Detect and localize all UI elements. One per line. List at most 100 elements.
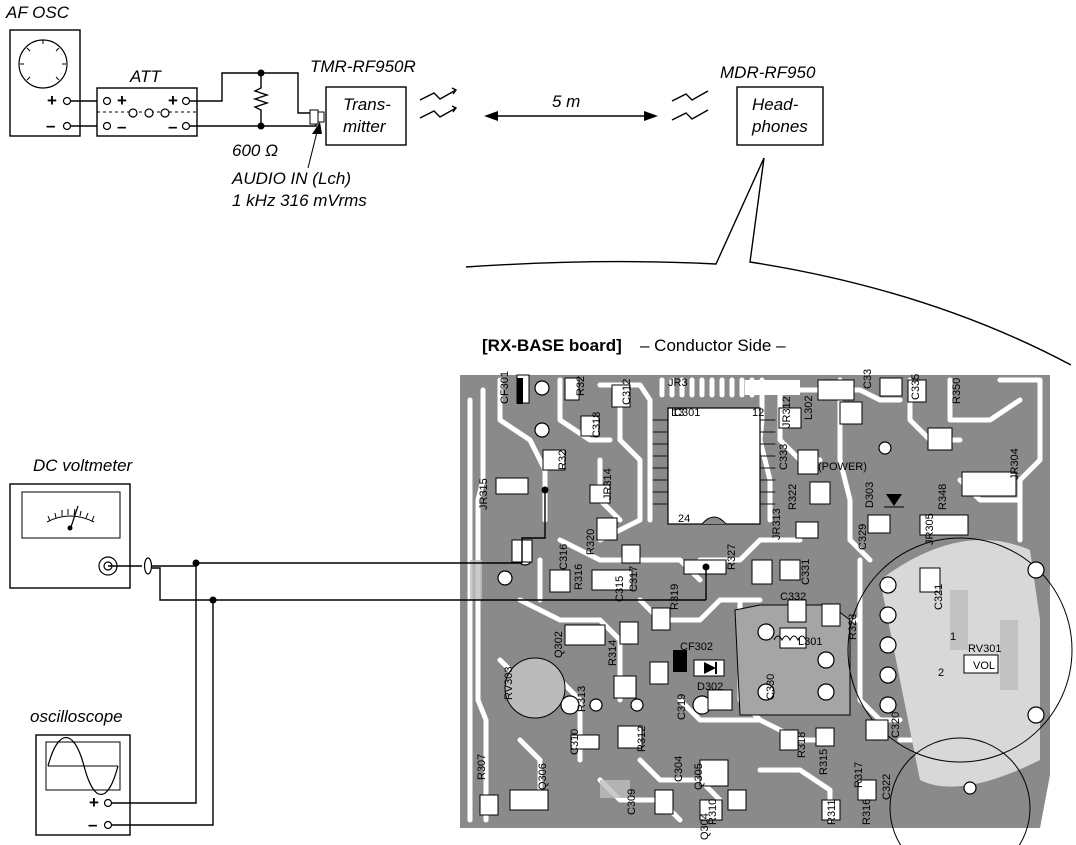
component-label: C331 — [800, 559, 812, 585]
receive-waves-icon — [671, 90, 709, 121]
component-label: C309 — [626, 789, 638, 815]
distance-label: 5 m — [552, 92, 580, 111]
headphones-label-1: Head- — [752, 95, 799, 114]
headphones: Head- phones — [736, 86, 824, 146]
component-label: R348 — [937, 484, 949, 510]
att-out-plus: + — [168, 91, 178, 110]
transmit-waves-icon — [419, 87, 458, 119]
osc-minus: – — [88, 815, 97, 834]
resistor-label: 600 Ω — [232, 141, 278, 160]
component-label: R313 — [576, 686, 588, 712]
component-label: D302 — [697, 681, 723, 693]
af-osc-instrument — [9, 29, 81, 137]
att-transmitter-wiring — [190, 69, 325, 130]
component-label: R310 — [707, 799, 719, 825]
measurement-wiring — [108, 486, 710, 826]
component-label: C318 — [591, 412, 603, 438]
component-label: Q302 — [553, 631, 565, 658]
component-label: R350 — [951, 378, 963, 404]
att-in-minus: – — [117, 117, 126, 136]
att-out-minus: – — [168, 117, 177, 136]
component-label: C329 — [857, 524, 869, 550]
component-label: 1 — [950, 631, 956, 643]
rx-base-board: CF301R32C312JR3C318IC301JR312L302C33C335… — [460, 369, 1073, 845]
component-label: C317 — [628, 566, 640, 592]
component-label: R314 — [607, 640, 619, 666]
component-label: CF302 — [680, 641, 713, 653]
component-label: CF301 — [499, 371, 511, 404]
component-label: Q305 — [693, 763, 705, 790]
headphones-model: MDR-RF950 — [720, 63, 816, 82]
component-label: C312 — [621, 379, 633, 405]
component-label: R316 — [861, 799, 873, 825]
component-label: JR305 — [924, 513, 936, 545]
component-label: C304 — [673, 756, 685, 782]
component-label: 2 — [938, 667, 944, 679]
component-label: C310 — [569, 729, 581, 755]
audio-in-arrow — [312, 122, 322, 134]
dc-voltmeter-label: DC voltmeter — [33, 456, 134, 475]
component-label: JR3 — [668, 377, 688, 389]
component-label: JR315 — [478, 478, 490, 510]
component-label: C335 — [910, 374, 922, 400]
component-label: C322 — [881, 774, 893, 800]
att-in-plus: + — [117, 91, 127, 110]
component-label: C319 — [676, 694, 688, 720]
component-label: JR312 — [781, 396, 793, 428]
audio-in-label: AUDIO IN (Lch) — [231, 169, 351, 188]
component-label: R319 — [669, 584, 681, 610]
component-label: RV301 — [968, 643, 1001, 655]
component-label: R311 — [826, 800, 838, 825]
component-label: L301 — [798, 636, 822, 648]
board-title: [RX-BASE board] — [482, 336, 622, 355]
component-label: C332 — [780, 591, 806, 603]
att-label: ATT — [129, 67, 162, 86]
component-label: L302 — [803, 396, 815, 420]
transmitter-label-2: mitter — [343, 117, 387, 136]
component-label: C315 — [614, 576, 626, 602]
headphones-label-2: phones — [751, 117, 808, 136]
component-label: R320 — [585, 529, 597, 555]
component-label: R307 — [476, 754, 488, 780]
distance-arrow — [484, 111, 658, 121]
component-label: JR313 — [771, 508, 783, 540]
component-label: C330 — [765, 674, 777, 700]
component-label: Q306 — [537, 763, 549, 790]
component-label: Q304 — [699, 813, 711, 840]
component-label: R315 — [818, 749, 830, 775]
transmitter-model: TMR-RF950R — [310, 57, 416, 76]
component-label: 12 — [752, 407, 764, 419]
component-label: C321 — [933, 584, 945, 610]
component-label: R317 — [853, 762, 865, 788]
component-label: JR314 — [602, 468, 614, 500]
component-label: R32 — [557, 450, 569, 470]
component-label: 13 — [672, 407, 684, 419]
component-label: 24 — [678, 513, 690, 525]
component-label: IC301 — [671, 407, 700, 419]
af-osc-minus: – — [46, 116, 55, 135]
component-label: C320 — [890, 712, 902, 738]
component-label: R312 — [636, 726, 648, 752]
oscilloscope — [35, 734, 131, 836]
component-label: VOL — [973, 660, 995, 672]
board-callout — [465, 157, 1072, 366]
component-label: RV303 — [503, 667, 515, 700]
af-osc-plus: + — [47, 91, 57, 110]
component-label: R328 — [847, 614, 859, 640]
audio-signal-label: 1 kHz 316 mVrms — [232, 191, 367, 210]
component-label: R322 — [787, 484, 799, 510]
dc-voltmeter — [9, 483, 131, 589]
board-side: – Conductor Side – — [640, 336, 786, 355]
attenuator — [96, 87, 198, 137]
af-osc-label: AF OSC — [5, 3, 70, 22]
osc-plus: + — [89, 793, 99, 812]
oscilloscope-label: oscilloscope — [30, 707, 123, 726]
component-label: (POWER) — [818, 461, 867, 473]
transmitter: Trans- mitter — [325, 86, 407, 146]
component-label: R316 — [573, 564, 585, 590]
component-label: R32 — [575, 376, 587, 396]
component-label: R318 — [796, 732, 808, 758]
transmitter-label-1: Trans- — [343, 95, 391, 114]
component-label: JR304 — [1009, 448, 1021, 480]
